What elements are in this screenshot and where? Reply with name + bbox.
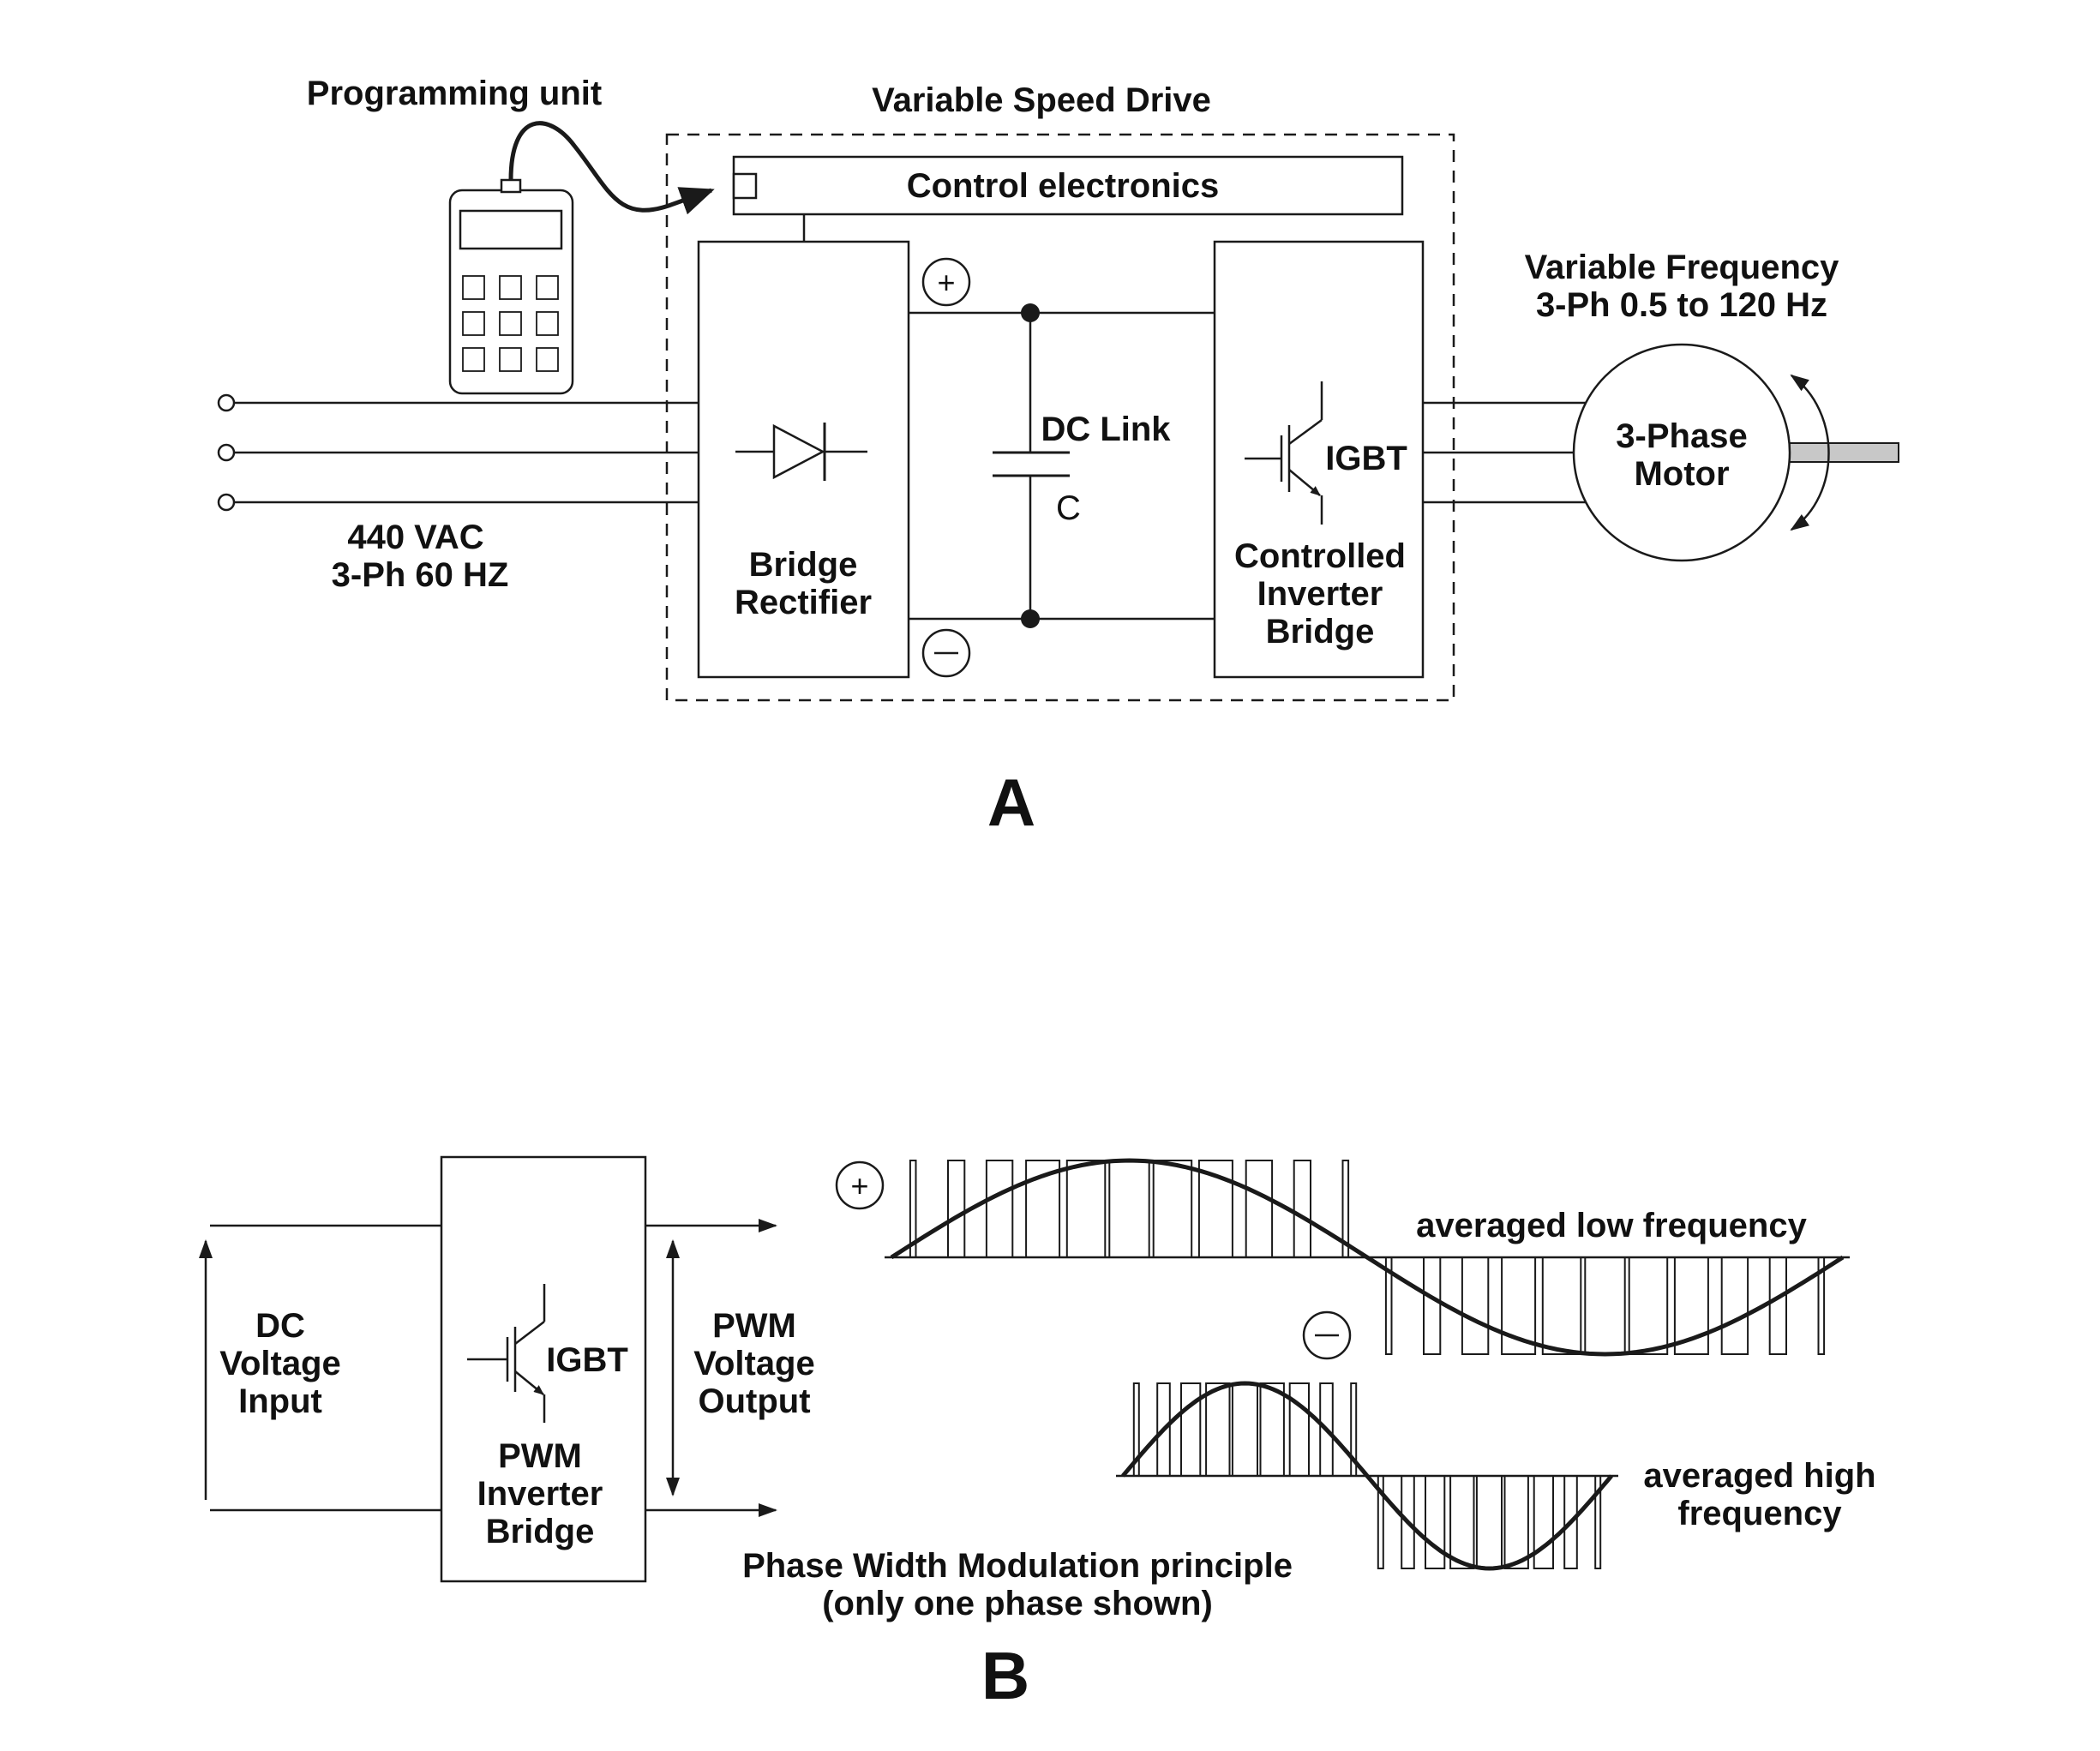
pwm-waveform-low-frequency bbox=[885, 1158, 1850, 1357]
pwm-pulse bbox=[947, 1160, 966, 1258]
high-frequency-label-2: frequency bbox=[1677, 1495, 1842, 1532]
pwm-inverter-label-1: PWM bbox=[498, 1437, 582, 1475]
pwm-pulse bbox=[1152, 1160, 1193, 1258]
panel-label-b: B bbox=[981, 1638, 1029, 1713]
pwm-output-label-1: PWM bbox=[712, 1307, 796, 1345]
pwm-pulse bbox=[1205, 1382, 1231, 1477]
motor-label-1: 3-Phase bbox=[1616, 417, 1747, 455]
pwm-pulse bbox=[1541, 1256, 1582, 1355]
averaged-sine-curve bbox=[1121, 1381, 1613, 1571]
input-voltage-label: 440 VAC bbox=[347, 519, 483, 556]
pwm-caption-line-2: (only one phase shown) bbox=[822, 1585, 1213, 1622]
panel-label-a: A bbox=[987, 765, 1035, 840]
pwm-pulse bbox=[1768, 1256, 1787, 1355]
pwm-pulse bbox=[1533, 1475, 1554, 1569]
drive-title: Variable Speed Drive bbox=[872, 81, 1211, 119]
igbt-icon-b bbox=[467, 1284, 546, 1423]
pwm-waveform-high-frequency bbox=[1116, 1381, 1618, 1571]
diagram-a: Programming unit Variable Speed Drive Co… bbox=[217, 75, 1899, 840]
pwm-pulse bbox=[1425, 1475, 1446, 1569]
pwm-pulse bbox=[1423, 1256, 1442, 1355]
programming-unit-label: Programming unit bbox=[307, 75, 602, 112]
diagram-b: DC Voltage Input IGBT PWM Inverter Bridg… bbox=[199, 1155, 1876, 1713]
dc-link-label: DC Link bbox=[1041, 411, 1171, 448]
pwm-pulse bbox=[985, 1160, 1014, 1258]
dc-input-label-2: Voltage bbox=[219, 1345, 341, 1382]
control-electronics-box bbox=[732, 155, 1404, 216]
pwm-pulse bbox=[1180, 1382, 1202, 1477]
inverter-label-3: Bridge bbox=[1266, 613, 1375, 651]
averaged-sine-curve bbox=[890, 1158, 1845, 1357]
svg-text:+: + bbox=[850, 1168, 868, 1203]
svg-text:+: + bbox=[937, 265, 955, 300]
rectifier-label-1: Bridge bbox=[749, 546, 858, 584]
motor-label-2: Motor bbox=[1634, 455, 1729, 493]
pwm-pulse bbox=[1231, 1382, 1259, 1477]
igbt-label-b: IGBT bbox=[546, 1341, 628, 1379]
plus-symbol-b: + bbox=[835, 1160, 885, 1210]
input-lines bbox=[217, 393, 699, 512]
control-electronics-label: Control electronics bbox=[907, 167, 1220, 205]
dc-input-label-3: Input bbox=[238, 1382, 322, 1420]
output-lines bbox=[1423, 401, 1586, 504]
motor-shaft bbox=[1786, 442, 1899, 463]
pwm-pulse bbox=[1503, 1475, 1529, 1569]
high-frequency-label-1: averaged high bbox=[1643, 1457, 1875, 1495]
pwm-pulse bbox=[1461, 1256, 1490, 1355]
pwm-output-label-3: Output bbox=[698, 1382, 810, 1420]
pwm-pulse bbox=[1475, 1475, 1503, 1569]
dc-bus bbox=[909, 303, 1215, 628]
pwm-pulse bbox=[1245, 1160, 1274, 1258]
programming-unit-icon bbox=[448, 178, 574, 395]
pwm-inverter-box bbox=[440, 1155, 647, 1583]
pwm-pulse bbox=[1065, 1160, 1107, 1258]
input-phase-label: 3-Ph 60 HZ bbox=[332, 556, 509, 594]
pwm-pulse bbox=[1720, 1256, 1749, 1355]
pwm-caption-line-1: Phase Width Modulation principle bbox=[742, 1547, 1293, 1585]
programming-cable bbox=[508, 121, 715, 215]
low-frequency-label: averaged low frequency bbox=[1416, 1207, 1807, 1244]
rectifier-label-2: Rectifier bbox=[735, 584, 872, 621]
dc-input-label-1: DC bbox=[255, 1307, 305, 1345]
pwm-pulse bbox=[1584, 1256, 1626, 1355]
minus-symbol bbox=[921, 628, 971, 678]
control-port bbox=[732, 172, 758, 200]
pwm-output-label-2: Voltage bbox=[693, 1345, 815, 1382]
output-frequency-label: Variable Frequency bbox=[1525, 249, 1840, 286]
drive-enclosure bbox=[665, 133, 1455, 702]
minus-symbol-b bbox=[1302, 1310, 1352, 1360]
capacitor-icon bbox=[993, 451, 1070, 477]
igbt-label: IGBT bbox=[1325, 440, 1407, 477]
pwm-inverter-label-2: Inverter bbox=[477, 1475, 603, 1513]
inverter-label-1: Controlled bbox=[1234, 537, 1406, 575]
pwm-pulse bbox=[1449, 1475, 1475, 1569]
pwm-pulse bbox=[1628, 1256, 1669, 1355]
inverter-label-2: Inverter bbox=[1257, 575, 1383, 613]
diode-icon bbox=[735, 423, 867, 481]
pwm-pulse bbox=[1293, 1160, 1311, 1258]
motor-circle bbox=[1572, 343, 1791, 562]
pwm-pulse bbox=[1259, 1382, 1285, 1477]
igbt-icon bbox=[1245, 381, 1323, 525]
rotation-arrow bbox=[1790, 374, 1830, 531]
output-range-label: 3-Ph 0.5 to 120 Hz bbox=[1536, 286, 1827, 324]
capacitor-label: C bbox=[1056, 489, 1081, 527]
pwm-inverter-label-3: Bridge bbox=[486, 1513, 595, 1550]
pwm-pulse bbox=[1108, 1160, 1150, 1258]
pwm-pulse bbox=[1288, 1382, 1310, 1477]
plus-symbol: + bbox=[921, 257, 971, 307]
